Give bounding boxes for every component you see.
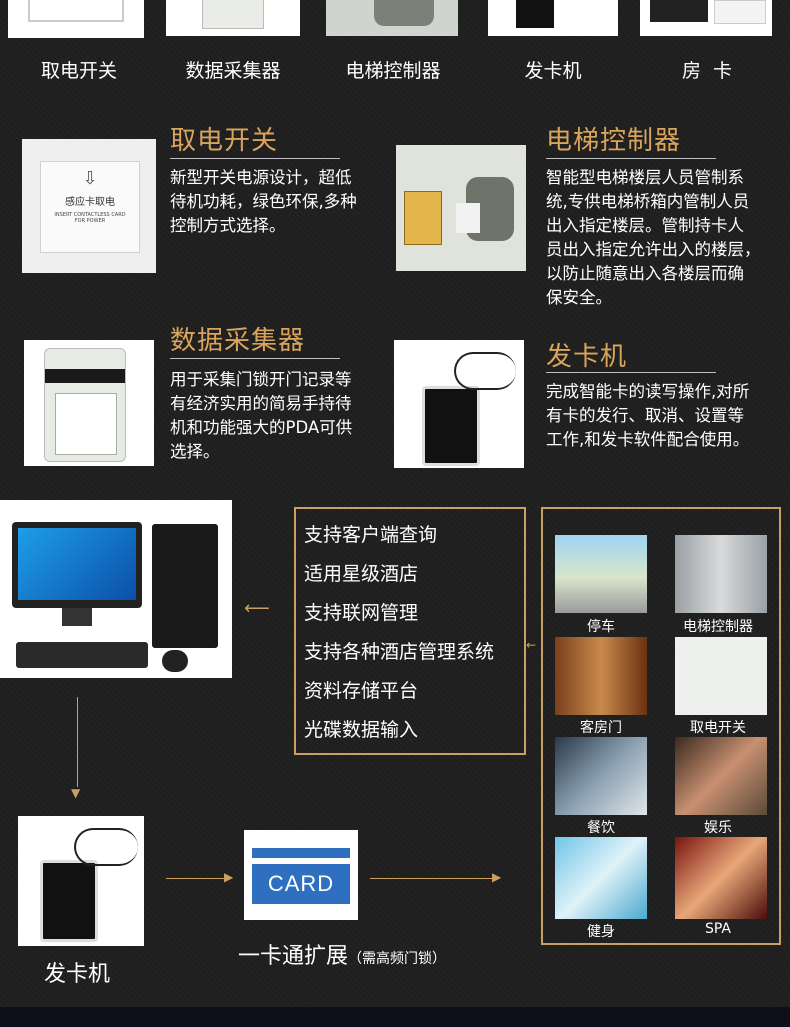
collector-rule [170,358,340,359]
fitness-image [555,837,647,919]
desc-line: 用于采集门锁开门记录等 [170,370,352,389]
down-arrow-icon: ▼ [71,786,81,800]
power-switch-thumb [8,0,144,38]
computer-image [0,500,232,678]
entertainment-image [675,737,767,815]
data-collector-image [24,340,154,466]
collector-title: 数据采集器 [170,326,306,356]
dining-image [555,737,647,815]
app-label-elevator: 电梯控制器 [683,619,753,635]
top-label-power-switch: 取电开关 [40,60,117,82]
desc-line: 保安全。 [546,288,612,307]
elevator-controller-image [396,145,526,271]
desc-line: 员出入指定允许出入的楼层， [546,240,761,259]
power-switch-rule [170,158,340,159]
parking-image [555,535,647,613]
card-text: CARD [252,864,350,904]
desc-line: 机和功能强大的PDA可供 [170,418,353,437]
desc-line: 统,专供电梯桥箱内管制人员 [546,192,750,211]
app-label-spa: SPA [704,921,731,937]
card-machine-desc: 完成智能卡的读写操作,对所 有卡的发行、取消、设置等 工作,和发卡软件配合使用。 [546,380,786,452]
switch-card-text: 感应卡取电 [65,197,115,208]
elevator-desc: 智能型电梯楼层人员管制系 统,专供电梯桥箱内管制人员 出入指定楼层。管制持卡人 … [546,166,786,310]
power-switch-app-image [675,637,767,715]
right-arrow-line-2 [370,878,496,879]
elevator-app-image [675,535,767,613]
elevator-title: 电梯控制器 [546,126,682,156]
bottom-card-machine-image [18,816,144,946]
onecard-extension: 一卡通扩展（需高频门锁） [238,938,446,970]
card-machine-title: 发卡机 [546,342,628,372]
desc-line: 新型开关电源设计，超低 [170,168,352,187]
feature-item: 支持联网管理 [304,602,419,624]
elevator-thumb [326,0,458,36]
app-label-power-switch: 取电开关 [690,720,746,736]
switch-card-sub1: INSERT CONTACTLESS CARD [54,212,126,218]
spa-image [675,837,767,919]
down-arrow-line [77,697,78,787]
card-stripe [252,848,350,858]
small-left-arrow-icon: ← [526,638,537,652]
onecard-main: 一卡通扩展 [238,944,349,969]
power-switch-desc: 新型开关电源设计，超低 待机功耗，绿色环保,多种 控制方式选择。 [170,166,385,238]
switch-card-sub2: FOR POWER [74,218,106,224]
power-switch-image: ⇩ 感应卡取电 INSERT CONTACTLESS CARD FOR POWE… [22,139,156,273]
application-grid [541,507,781,945]
collector-thumb [166,0,300,36]
feature-item: 资料存储平台 [304,680,419,702]
room-card-thumb [640,0,772,36]
down-arrow-icon: ⇩ [82,168,98,189]
top-label-elevator: 电梯控制器 [345,60,441,82]
desc-line: 完成智能卡的读写操作,对所 [546,382,750,401]
feature-item: 适用星级酒店 [304,563,419,585]
onecard-sub: （需高频门锁） [348,951,447,967]
features-box [294,507,526,755]
card-machine-rule [546,372,716,373]
desc-line: 控制方式选择。 [170,216,286,235]
right-arrow-icon: ▶ [492,870,502,884]
bottom-strip [0,1007,790,1027]
desc-line: 待机功耗，绿色环保,多种 [170,192,357,211]
power-switch-title: 取电开关 [170,126,279,156]
app-label-parking: 停车 [587,619,615,635]
app-label-fitness: 健身 [587,924,615,940]
bottom-card-machine-label: 发卡机 [44,962,111,987]
desc-line: 有经济实用的简易手持待 [170,394,352,413]
desc-line: 有卡的发行、取消、设置等 [546,406,744,425]
app-label-room-door: 客房门 [580,720,622,736]
card-machine-thumb [488,0,618,36]
desc-line: 智能型电梯楼层人员管制系 [546,168,744,187]
desc-line: 工作,和发卡软件配合使用。 [546,430,750,449]
desc-line: 出入指定楼层。管制持卡人 [546,216,744,235]
elevator-rule [546,158,716,159]
top-label-room-card: 房 卡 [681,60,733,82]
top-label-card-machine: 发卡机 [524,60,582,82]
app-label-entertainment: 娱乐 [704,820,732,836]
feature-item: 支持各种酒店管理系统 [304,641,495,663]
left-arrow-icon: ⟵ [244,598,270,619]
app-label-dining: 餐饮 [587,820,615,836]
feature-item: 光碟数据输入 [304,719,419,741]
feature-item: 支持客户端查询 [304,524,438,546]
card-machine-image [394,340,524,468]
card-image: CARD [244,830,358,920]
top-label-collector: 数据采集器 [185,60,281,82]
right-arrow-icon: ▶ [224,870,234,884]
collector-desc: 用于采集门锁开门记录等 有经济实用的简易手持待 机和功能强大的PDA可供 选择。 [170,368,385,464]
right-arrow-line-1 [166,878,228,879]
desc-line: 以防止随意出入各楼层而确 [546,264,744,283]
desc-line: 选择。 [170,442,220,461]
room-door-image [555,637,647,715]
